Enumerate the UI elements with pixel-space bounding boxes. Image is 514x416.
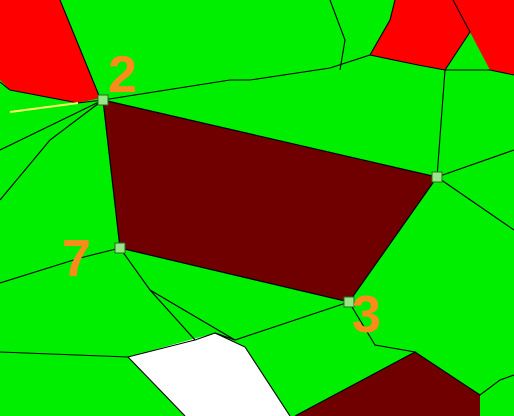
dark-cell-bottom[interactable]	[295, 352, 480, 416]
vertex-label-2: 2	[108, 46, 137, 104]
vertex-handle-3[interactable]	[343, 296, 355, 308]
red-cell-top-right-2[interactable]	[453, 0, 514, 75]
selected-cell[interactable]	[103, 100, 437, 302]
vertex-handle-7[interactable]	[114, 242, 126, 254]
vertex-label-3: 3	[352, 286, 381, 344]
white-cell-bottom[interactable]	[128, 333, 290, 416]
vertex-label-7: 7	[62, 230, 91, 288]
vertex-handle-2[interactable]	[97, 94, 109, 106]
red-cell-top-left[interactable]	[0, 0, 100, 103]
red-cell-top-right-1[interactable]	[370, 0, 470, 70]
highlight-edge	[9, 102, 79, 113]
vertex-handle-top-right[interactable]	[431, 171, 443, 183]
